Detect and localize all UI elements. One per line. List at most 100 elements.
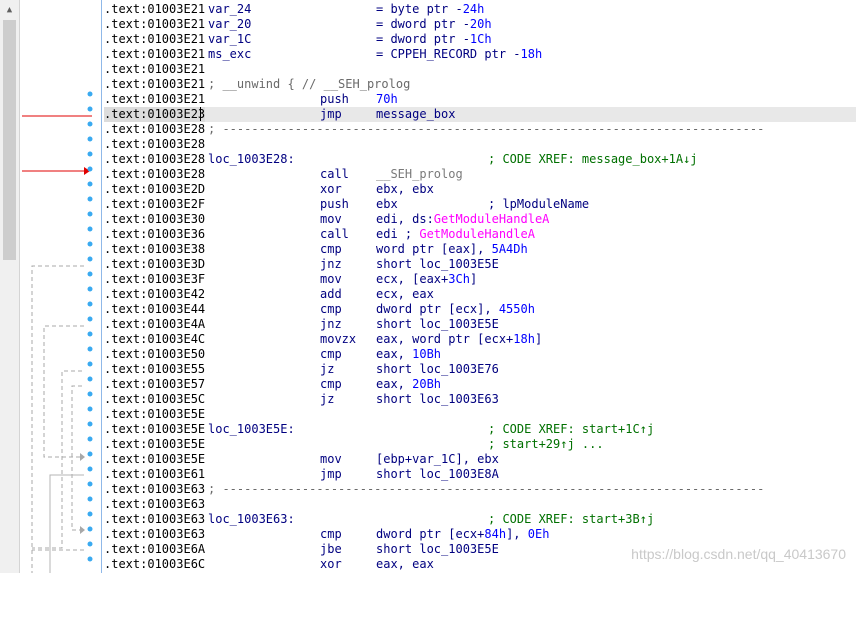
operands: ecx, eax [376, 287, 434, 301]
listing-row[interactable]: .text:01003E28 call __SEH_prolog [104, 167, 856, 182]
listing-row[interactable]: .text:01003E21 ms_exc = CPPEH_RECORD ptr… [104, 47, 856, 62]
address: .text:01003E28 [104, 122, 206, 136]
listing-row[interactable]: .text:01003E21 var_1C = dword ptr -1Ch [104, 32, 856, 47]
operands[interactable]: message_box [376, 107, 456, 121]
listing-row[interactable]: .text:01003E28 ; -----------------------… [104, 122, 856, 137]
address: .text:01003E28 [104, 167, 206, 181]
listing-row[interactable]: .text:01003E55 jz short loc_1003E76 [104, 362, 856, 377]
variable-name[interactable]: var_24 [208, 2, 252, 16]
label[interactable]: loc_1003E28: [208, 152, 295, 166]
xref-comment[interactable]: ; CODE XREF: start+1C↑j [488, 422, 655, 436]
listing-row[interactable]: .text:01003E4C movzx eax, word ptr [ecx+… [104, 332, 856, 347]
listing-row[interactable]: .text:01003E6A jbe short loc_1003E5E [104, 542, 856, 557]
node-dot [87, 406, 93, 412]
address: .text:01003E2D [104, 182, 206, 196]
xref-comment[interactable]: ; CODE XREF: start+3B↑j [488, 512, 655, 526]
address: .text:01003E3F [104, 272, 206, 286]
listing-row[interactable]: .text:01003E21 ; __unwind { // __SEH_pro… [104, 77, 856, 92]
listing-row[interactable]: .text:01003E28 loc_1003E28: ; CODE XREF:… [104, 152, 856, 167]
address: .text:01003E4A [104, 317, 206, 331]
listing-row[interactable]: .text:01003E44 cmp dword ptr [ecx], 4550… [104, 302, 856, 317]
operands[interactable]: short loc_1003E63 [376, 392, 499, 406]
address: .text:01003E44 [104, 302, 206, 316]
listing-row[interactable]: .text:01003E2D xor ebx, ebx [104, 182, 856, 197]
listing-row[interactable]: .text:01003E5E ; start+29↑j ... [104, 437, 856, 452]
listing-row[interactable]: .text:01003E63 [104, 497, 856, 512]
chevron-up-icon[interactable]: ▲ [6, 4, 13, 15]
separator: ; --------------------------------------… [208, 122, 765, 136]
listing-row[interactable]: .text:01003E21 push 70h [104, 92, 856, 107]
node-dot [87, 91, 93, 97]
variable-name[interactable]: ms_exc [208, 47, 252, 61]
listing-row[interactable]: .text:01003E21 var_20 = dword ptr -20h [104, 17, 856, 32]
xref-arrowhead-icon [84, 167, 90, 175]
mnemonic: jnz [320, 257, 342, 271]
flow-arrowhead-icon [80, 526, 85, 534]
node-dot [87, 256, 93, 262]
disassembly-listing[interactable]: .text:01003E21 var_24 = byte ptr -24h .t… [104, 2, 856, 572]
operands: eax, 10Bh [376, 347, 442, 361]
listing-row[interactable]: .text:01003E57 cmp eax, 20Bh [104, 377, 856, 392]
operands[interactable]: edi ; GetModuleHandleA [376, 227, 535, 241]
address: .text:01003E38 [104, 242, 206, 256]
listing-row[interactable]: .text:01003E2F push ebx ; lpModuleName [104, 197, 856, 212]
listing-row[interactable]: .text:01003E42 add ecx, eax [104, 287, 856, 302]
listing-row[interactable]: .text:01003E5E mov [ebp+var_1C], ebx [104, 452, 856, 467]
listing-row[interactable]: .text:01003E5C jz short loc_1003E63 [104, 392, 856, 407]
listing-row[interactable]: .text:01003E5E loc_1003E5E: ; CODE XREF:… [104, 422, 856, 437]
listing-row[interactable]: .text:01003E21 var_24 = byte ptr -24h [104, 2, 856, 17]
address: .text:01003E42 [104, 287, 206, 301]
address: .text:01003E21 [104, 47, 206, 61]
operands: ebx, ebx [376, 182, 434, 196]
listing-row[interactable]: .text:01003E28 [104, 137, 856, 152]
node-dot [87, 166, 93, 172]
node-dot [87, 346, 93, 352]
operands: eax, eax [376, 557, 434, 571]
node-dot [87, 331, 93, 337]
listing-row[interactable]: .text:01003E21 [104, 62, 856, 77]
node-dot [87, 376, 93, 382]
operands[interactable]: __SEH_prolog [376, 167, 463, 181]
listing-row[interactable]: .text:01003E38 cmp word ptr [eax], 5A4Dh [104, 242, 856, 257]
listing-row[interactable]: .text:01003E50 cmp eax, 10Bh [104, 347, 856, 362]
listing-row-selected[interactable]: .text:01003E23 jmp message_box [104, 107, 856, 122]
node-dot [87, 181, 93, 187]
listing-row[interactable]: .text:01003E61 jmp short loc_1003E8A [104, 467, 856, 482]
address: .text:01003E5E [104, 452, 206, 466]
label[interactable]: loc_1003E63: [208, 512, 295, 526]
variable-name[interactable]: var_1C [208, 32, 252, 46]
vertical-scrollbar[interactable]: ▲ [0, 0, 20, 573]
address: .text:01003E21 [104, 2, 206, 16]
operands: = dword ptr -20h [376, 17, 492, 31]
operands[interactable]: short loc_1003E5E [376, 257, 499, 271]
variable-name[interactable]: var_20 [208, 17, 252, 31]
comment: ; lpModuleName [488, 197, 590, 211]
operands: = byte ptr -24h [376, 2, 485, 16]
label[interactable]: loc_1003E5E: [208, 422, 295, 436]
operands[interactable]: short loc_1003E76 [376, 362, 499, 376]
mnemonic: jmp [320, 107, 342, 121]
listing-row[interactable]: .text:01003E4A jnz short loc_1003E5E [104, 317, 856, 332]
address: .text:01003E21 [104, 62, 206, 76]
listing-row[interactable]: .text:01003E6C xor eax, eax [104, 557, 856, 572]
address: .text:01003E21 [104, 17, 206, 31]
operands[interactable]: short loc_1003E8A [376, 467, 499, 481]
xref-comment[interactable]: ; start+29↑j ... [488, 437, 604, 451]
operands: = dword ptr -1Ch [376, 32, 492, 46]
scrollbar-thumb[interactable] [3, 20, 16, 260]
listing-row[interactable]: .text:01003E5E [104, 407, 856, 422]
operands[interactable]: edi, ds:GetModuleHandleA [376, 212, 550, 226]
xref-comment[interactable]: ; CODE XREF: message_box+1A↓j [488, 152, 698, 166]
listing-row[interactable]: .text:01003E3F mov ecx, [eax+3Ch] [104, 272, 856, 287]
address: .text:01003E21 [104, 32, 206, 46]
listing-row[interactable]: .text:01003E36 call edi ; GetModuleHandl… [104, 227, 856, 242]
operands: ecx, [eax+3Ch] [376, 272, 478, 286]
operands[interactable]: short loc_1003E5E [376, 542, 499, 556]
listing-row[interactable]: .text:01003E30 mov edi, ds:GetModuleHand… [104, 212, 856, 227]
listing-row[interactable]: .text:01003E63 ; -----------------------… [104, 482, 856, 497]
listing-row[interactable]: .text:01003E63 loc_1003E63: ; CODE XREF:… [104, 512, 856, 527]
operands[interactable]: short loc_1003E5E [376, 317, 499, 331]
listing-row[interactable]: .text:01003E3D jnz short loc_1003E5E [104, 257, 856, 272]
listing-row[interactable]: .text:01003E63 cmp dword ptr [ecx+84h], … [104, 527, 856, 542]
operands: word ptr [eax], 5A4Dh [376, 242, 528, 256]
